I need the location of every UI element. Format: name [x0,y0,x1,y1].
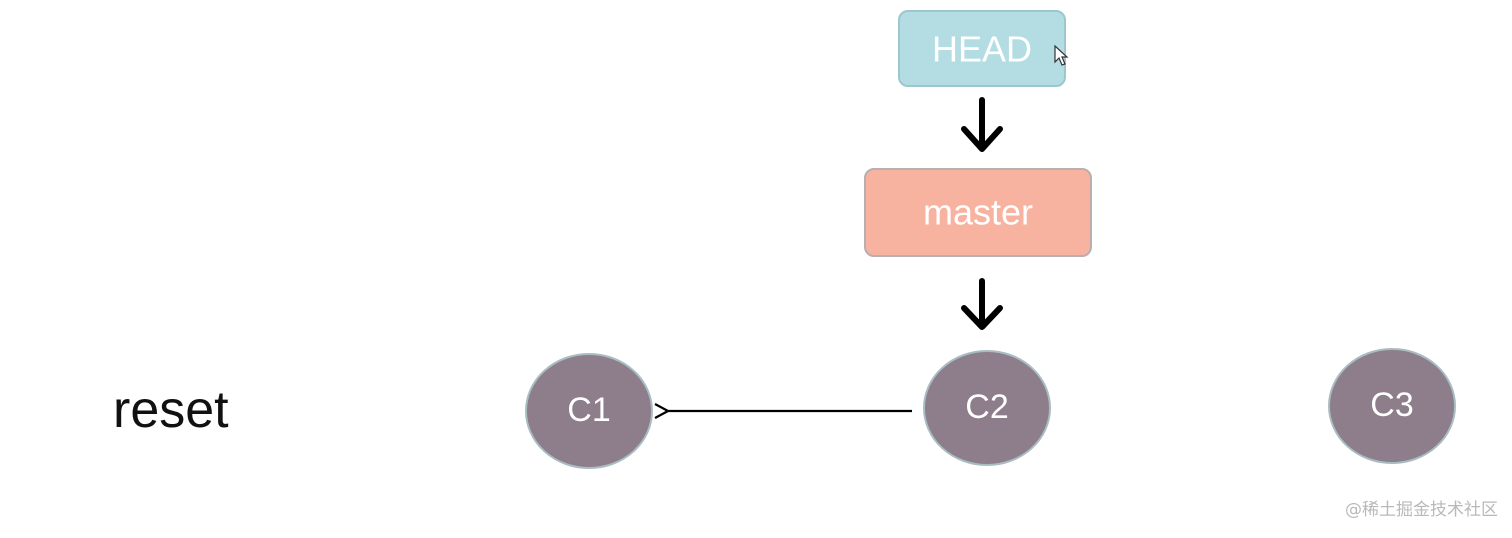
branch-master: master [864,168,1092,257]
commit-c3-label: C3 [1370,386,1413,424]
commit-c3: C3 [1328,348,1456,464]
commit-c1-label: C1 [567,391,610,429]
commit-c2-node [923,350,1051,466]
reset-title: reset [113,381,229,439]
mouse-cursor-icon [1054,44,1069,66]
commit-c2: C2 [923,350,1051,466]
commit-c1: C1 [525,353,653,469]
commit-c1-node [525,353,653,469]
watermark: @稀土掘金技术社区 [1345,500,1498,520]
master-label: master [923,192,1033,233]
head-pointer: HEAD [898,10,1066,87]
commit-c2-label: C2 [965,388,1008,426]
head-label: HEAD [932,29,1032,70]
head-box [898,10,1066,87]
edge-head-to-master [961,97,1003,152]
edge-master-to-c2 [961,278,1003,330]
master-box [864,168,1092,257]
commit-c3-node [1328,348,1456,464]
